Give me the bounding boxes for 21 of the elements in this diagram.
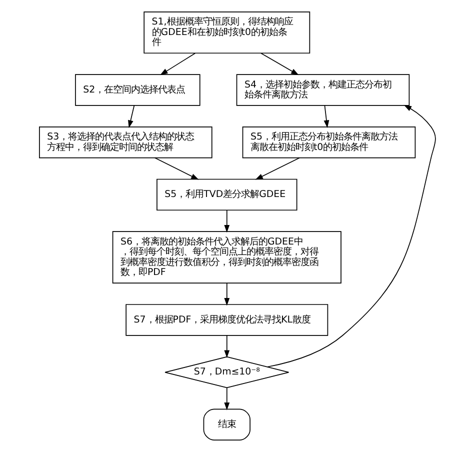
arrow (128, 105, 134, 128)
arrow (154, 157, 198, 180)
arrow (260, 52, 298, 76)
node-box: S6，将离散的初始条件代入求解后的GDEE中，得到每个时刻、每个空间点上的概率密度，对得到概率密度进行数值积分，得到时刻的概率密度函数，即PDF (112, 231, 341, 284)
arrow (224, 387, 230, 410)
node-box: S7，根据PDF，采用梯度优化法寻找KL散度 (125, 304, 328, 336)
arrow (254, 157, 300, 180)
node-box: S4，选择初始参数，构建正态分布初始条件离散方法 (236, 74, 410, 106)
arrow (224, 210, 230, 233)
arrow (160, 52, 196, 76)
node-box: S3，将选择的代表点代入结构的状态方程中，得到确定时间的状态解 (38, 126, 212, 158)
node-box: S5，利用TVD差分求解GDEE (156, 178, 297, 211)
node-box: S5，利用正态分布初始条件离散方法离散在初始时刻t0的初始条件 (242, 126, 416, 158)
node-box: S2，在空间内选择代表点 (74, 74, 200, 106)
arrow (224, 335, 230, 358)
arrow (224, 282, 230, 306)
node-box: 结束 (202, 408, 250, 440)
node-box: S1,根据概率守恒原则，得结构响应的GDEE和在初始时刻t0的初始条件 (143, 12, 310, 54)
arrow (266, 104, 436, 368)
arrow (323, 105, 329, 128)
node-diamond: S7，Dm≤10⁻⁸ (164, 356, 289, 388)
